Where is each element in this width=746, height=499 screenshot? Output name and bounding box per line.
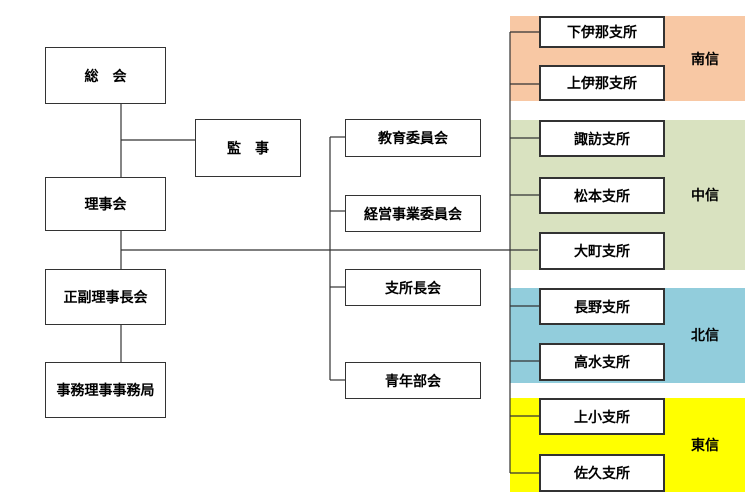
board-box: 理事会 — [45, 177, 166, 231]
committee-business-box: 経営事業委員会 — [345, 195, 481, 232]
committee-youth-box: 青年部会 — [345, 362, 481, 399]
branch-kamiina-box: 上伊那支所 — [539, 65, 665, 101]
region-label-north: 北信 — [691, 328, 719, 344]
committee-branch-heads-box: 支所長会 — [345, 269, 481, 306]
branch-nagano-box: 長野支所 — [539, 288, 665, 325]
region-label-east: 東信 — [691, 438, 719, 454]
branch-saku-box: 佐久支所 — [539, 454, 665, 492]
general-assembly-box: 総 会 — [45, 47, 166, 104]
branch-takamizu-box: 高水支所 — [539, 343, 665, 381]
branch-omachi-box: 大町支所 — [539, 232, 665, 270]
branch-suwa-box: 諏訪支所 — [539, 120, 665, 157]
branch-joshu-box: 上小支所 — [539, 398, 665, 435]
region-label-south: 南信 — [691, 52, 719, 68]
secretariat-box: 事務理事事務局 — [45, 362, 166, 418]
branch-matsumoto-box: 松本支所 — [539, 177, 665, 214]
chairs-council-box: 正副理事長会 — [45, 269, 166, 325]
branch-shimoina-box: 下伊那支所 — [539, 16, 665, 48]
auditor-box: 監 事 — [195, 119, 301, 177]
region-label-central: 中信 — [691, 188, 719, 204]
committee-education-box: 教育委員会 — [345, 119, 481, 157]
